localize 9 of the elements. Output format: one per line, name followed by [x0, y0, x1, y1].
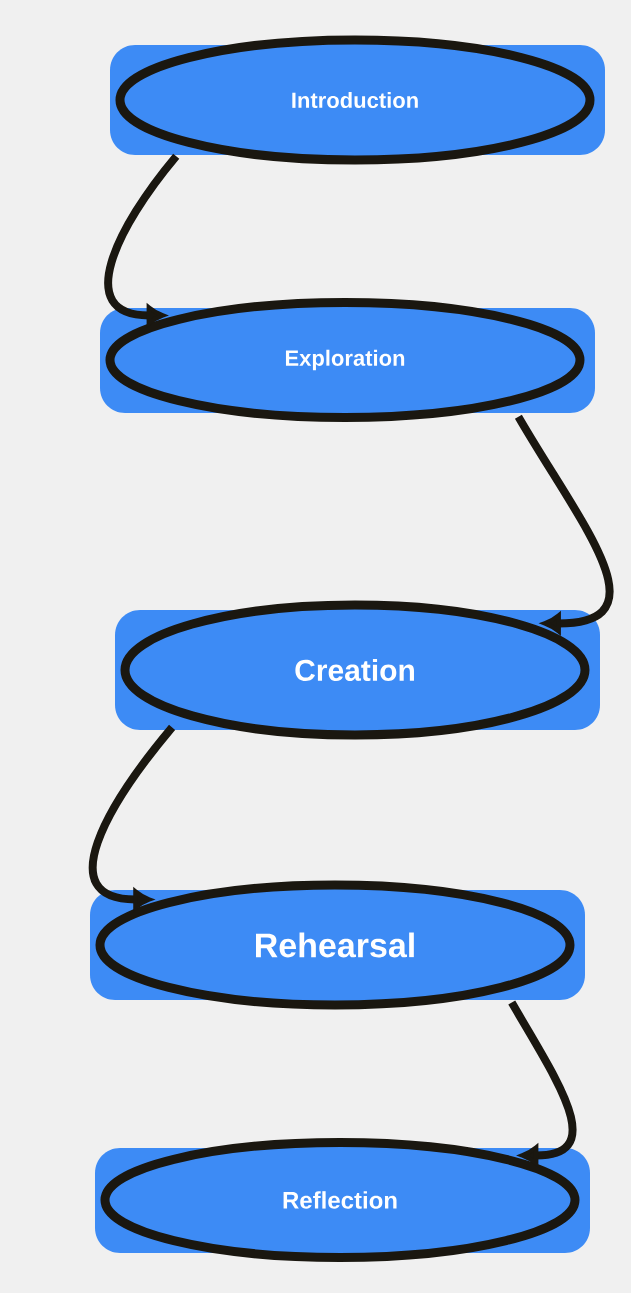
oval-node: Creation [115, 600, 600, 740]
curved-arrow [104, 153, 180, 326]
oval-node: Introduction [110, 35, 605, 165]
curved-arrow [514, 414, 614, 634]
oval-node: Reflection [95, 1138, 590, 1262]
curved-arrow [88, 724, 176, 910]
oval-node: Rehearsal [90, 880, 585, 1010]
oval-node: Exploration [100, 298, 595, 422]
curved-arrow [508, 1000, 577, 1166]
